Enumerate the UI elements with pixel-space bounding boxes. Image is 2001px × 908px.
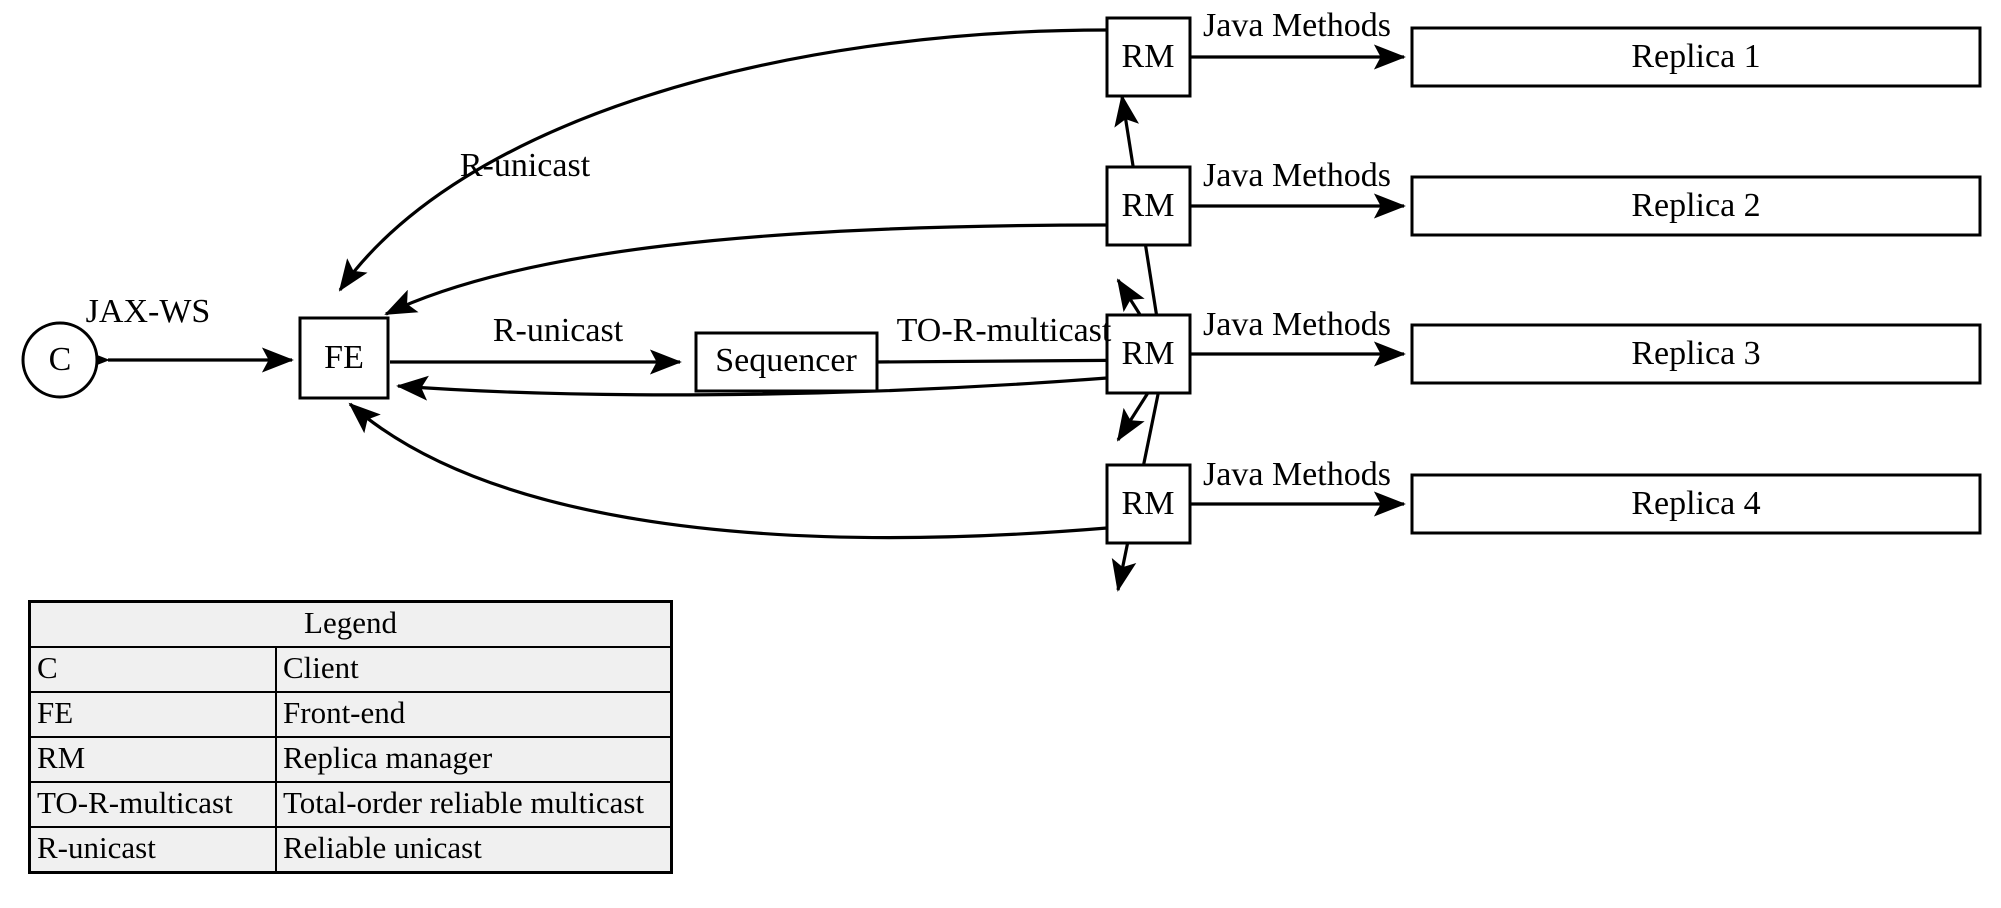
node-replica2-label: Replica 2 — [1631, 187, 1760, 224]
node-rm4-label: RM — [1122, 485, 1175, 522]
legend-key: TO-R-multicast — [31, 781, 277, 828]
legend-row: TO-R-multicast Total-order reliable mult… — [31, 781, 670, 828]
node-client-label: C — [49, 341, 72, 378]
edge-label-rm2-replica2: Java Methods — [1203, 157, 1391, 194]
legend-value: Replica manager — [275, 736, 670, 783]
legend-row: R-unicast Reliable unicast — [31, 826, 670, 871]
node-replica3-label: Replica 3 — [1631, 335, 1760, 372]
legend-key: C — [31, 646, 277, 693]
legend-row: FE Front-end — [31, 691, 670, 738]
node-client[interactable] — [21, 321, 99, 399]
edge-rm1-frontend — [338, 28, 1108, 292]
node-replica1[interactable] — [1410, 26, 1982, 88]
node-sequencer[interactable] — [694, 331, 879, 393]
legend-table: Legend C Client FE Front-end RM Replica … — [28, 600, 673, 874]
node-replica4-label: Replica 4 — [1631, 485, 1760, 522]
node-replica4[interactable] — [1410, 473, 1982, 535]
node-sequencer-label: Sequencer — [715, 342, 857, 379]
edge-rm4-frontend — [348, 402, 1108, 540]
legend-value: Front-end — [275, 691, 670, 738]
legend-key: R-unicast — [31, 826, 277, 871]
legend-value: Total-order reliable multicast — [275, 781, 670, 828]
legend-title: Legend — [31, 603, 670, 648]
legend-row: RM Replica manager — [31, 736, 670, 783]
node-rm4[interactable] — [1105, 463, 1192, 545]
edge-label-rm1-replica1: Java Methods — [1203, 7, 1391, 44]
node-frontend-label: FE — [324, 339, 364, 376]
node-frontend[interactable] — [298, 316, 390, 400]
legend-key: FE — [31, 691, 277, 738]
node-rm2[interactable] — [1105, 165, 1192, 247]
legend-key: RM — [31, 736, 277, 783]
node-rm3[interactable] — [1105, 313, 1192, 395]
node-replica1-label: Replica 1 — [1631, 38, 1760, 75]
edge-label-sequencer-rms: TO-R-multicast — [897, 312, 1112, 349]
legend-title-row: Legend — [31, 603, 670, 648]
node-replica2[interactable] — [1410, 175, 1982, 237]
edge-label-rm4-replica4: Java Methods — [1203, 456, 1391, 493]
legend-value: Reliable unicast — [275, 826, 670, 871]
edge-label-client-fe: JAX-WS — [86, 293, 211, 330]
legend-value: Client — [275, 646, 670, 693]
legend-row: C Client — [31, 646, 670, 693]
edge-label-fe-sequencer: R-unicast — [493, 312, 624, 349]
edge-rm3-frontend — [396, 375, 1108, 401]
node-rm2-label: RM — [1122, 187, 1175, 224]
edge-label-rm-fe-top: R-unicast — [460, 147, 591, 184]
edge-label-rm3-replica3: Java Methods — [1203, 306, 1391, 343]
node-rm3-label: RM — [1122, 335, 1175, 372]
node-replica3[interactable] — [1410, 323, 1982, 385]
node-rm1-label: RM — [1122, 38, 1175, 75]
edge-rm2-frontend — [384, 223, 1108, 316]
node-rm1[interactable] — [1105, 16, 1192, 98]
